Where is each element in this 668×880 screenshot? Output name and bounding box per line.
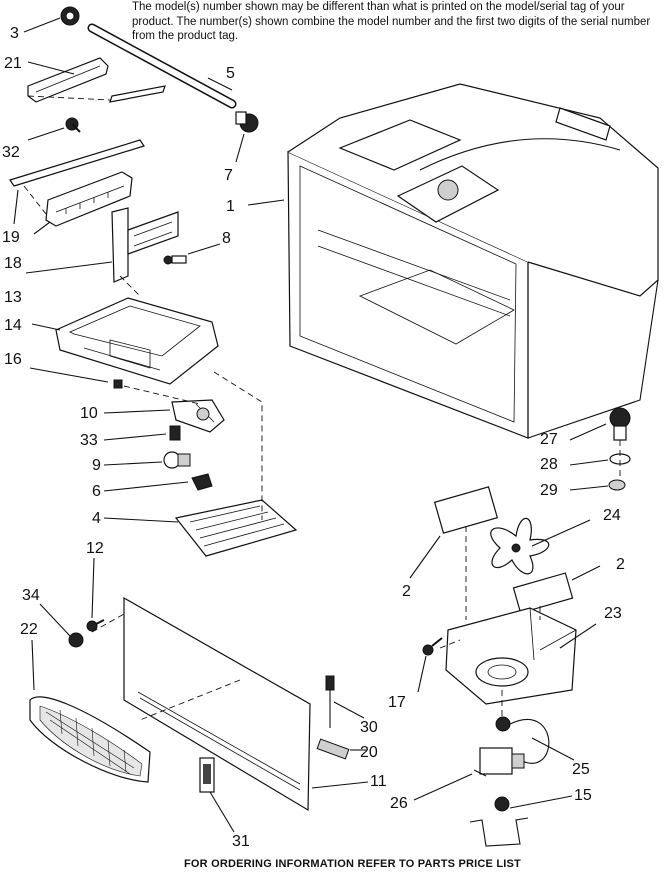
callout-27: 27 <box>540 431 558 448</box>
clip-part-6 <box>191 473 213 491</box>
callout-22: 22 <box>20 621 38 638</box>
cap-part-29 <box>608 479 626 491</box>
strip-part-20 <box>316 738 350 760</box>
sensor-part-30 <box>325 675 335 728</box>
callout-21: 21 <box>4 55 22 72</box>
screw-part-12 <box>86 619 105 632</box>
gear-part-7 <box>235 111 259 133</box>
callout-29: 29 <box>540 482 558 499</box>
leader-lines <box>13 17 609 833</box>
callout-1: 1 <box>226 198 235 215</box>
clip-part-16 <box>113 379 123 389</box>
callout-16: 16 <box>4 351 22 368</box>
tray-part-14 <box>55 297 219 385</box>
insulation-part-2a <box>433 486 499 534</box>
bracket-part-13 <box>111 207 179 283</box>
callout-3: 3 <box>10 25 19 42</box>
shelf-part-4 <box>174 499 298 557</box>
liner-part-1 <box>287 83 659 439</box>
clip-part-34 <box>68 632 84 648</box>
screw-part-32 <box>65 117 81 133</box>
cover-part-31 <box>199 757 215 793</box>
callout-14: 14 <box>4 317 22 334</box>
fan-housing-part-23 <box>445 607 577 705</box>
motor-part-26 <box>473 747 525 777</box>
callout-7: 7 <box>224 167 233 184</box>
callout-23: 23 <box>604 605 622 622</box>
assembly-lines <box>23 95 621 721</box>
callout-32: 32 <box>2 144 20 161</box>
footer-ordering-note: FOR ORDERING INFORMATION REFER TO PARTS … <box>184 858 521 870</box>
callout-25: 25 <box>572 761 590 778</box>
callout-24: 24 <box>603 507 621 524</box>
socket-part-33 <box>169 425 181 441</box>
callout-17: 17 <box>388 694 406 711</box>
callout-20: 20 <box>360 744 378 761</box>
track-part-21 <box>27 57 166 103</box>
callout-15: 15 <box>574 787 592 804</box>
callout-26: 26 <box>390 795 408 812</box>
gear-part-3 <box>60 6 80 26</box>
callout-34: 34 <box>22 587 40 604</box>
callout-8: 8 <box>222 230 231 247</box>
callout-33: 33 <box>80 432 98 449</box>
bracket-part-18 <box>45 171 133 227</box>
callout-6: 6 <box>92 483 101 500</box>
callout-2b: 2 <box>616 556 625 573</box>
callout-18: 18 <box>4 255 22 272</box>
callout-19: 19 <box>2 229 20 246</box>
screw-part-17 <box>422 637 443 656</box>
rod-part-5 <box>87 23 237 109</box>
fan-blade-part-24 <box>490 517 550 575</box>
callout-9: 9 <box>92 457 101 474</box>
callout-12: 12 <box>86 540 104 557</box>
bulb-part-9 <box>163 451 191 469</box>
housing-part-10 <box>171 399 225 433</box>
bracket-part-15 <box>469 796 529 847</box>
callout-5: 5 <box>226 65 235 82</box>
callout-30: 30 <box>360 719 378 736</box>
callout-4: 4 <box>92 510 101 527</box>
rail-part-19 <box>9 139 145 187</box>
screw-part-8 <box>163 255 187 265</box>
header-note: The model(s) number shown may be differe… <box>132 1 651 42</box>
callout-11: 11 <box>370 773 387 790</box>
callout-2a: 2 <box>402 583 411 600</box>
callout-10: 10 <box>80 405 98 422</box>
panel-part-11 <box>123 596 311 812</box>
callout-31: 31 <box>232 833 250 850</box>
grommet-part-25 <box>495 716 550 764</box>
callout-labels: 3 21 5 32 7 1 19 8 18 13 14 16 10 33 9 6… <box>2 25 625 850</box>
insulation-part-2b <box>512 572 574 614</box>
fan-hub-part-27 <box>609 407 631 441</box>
callout-28: 28 <box>540 456 558 473</box>
grille-part-22 <box>29 696 151 783</box>
callout-13: 13 <box>4 289 22 306</box>
